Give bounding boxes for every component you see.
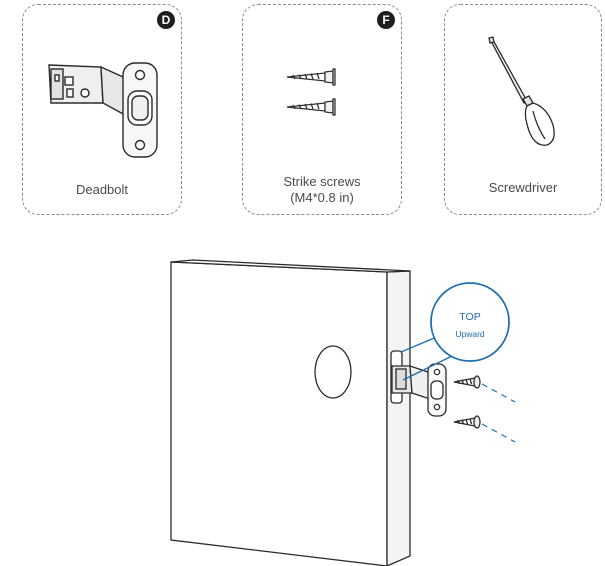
strike-screws-card: F Strike screws (M4*0.8 in) [242, 4, 402, 215]
callout-title: TOP [459, 311, 480, 323]
lower-screw-guide-line [481, 423, 516, 443]
strike-screw-upper [453, 375, 481, 389]
deadbolt-latch-icon [48, 62, 158, 158]
part-label-strike-screws: Strike screws [283, 174, 361, 189]
screw-icon [286, 68, 336, 116]
deadbolt-card: D Deadbolt [22, 4, 182, 215]
part-label-deadbolt: Deadbolt [75, 182, 129, 197]
door-top [170, 259, 411, 273]
part-label-screwdriver: Screwdriver [488, 180, 558, 195]
bore-hole [314, 345, 352, 399]
callout-subtitle: Upward [455, 329, 485, 339]
door-edge [386, 270, 411, 566]
screwdriver-icon [488, 36, 555, 146]
installed-deadbolt [391, 363, 447, 417]
strike-screw-lower [453, 415, 481, 429]
part-badge-d: D [157, 11, 175, 29]
screwdriver-card: Screwdriver [444, 4, 602, 215]
part-label-screw-size: (M4*0.8 in) [290, 190, 354, 205]
part-badge-f: F [377, 11, 395, 29]
top-callout: TOP Upward [400, 282, 510, 381]
upper-screw-guide-line [481, 383, 516, 403]
door-front [170, 261, 388, 566]
